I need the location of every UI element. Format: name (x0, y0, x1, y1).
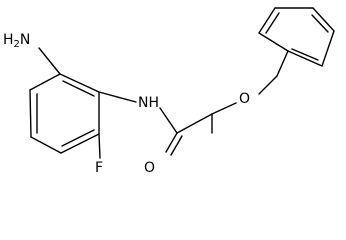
bond-n-c (159, 107, 178, 134)
bond (30, 136, 62, 154)
aminofluorophenyl-ring (29, 47, 100, 154)
amine-label: H2N (3, 32, 30, 50)
bond-c-n (98, 91, 137, 103)
amide-nh-label: NH (138, 95, 159, 111)
carbonyl-bond (170, 135, 183, 156)
bond (38, 47, 61, 75)
carbonyl-oxygen-label: O (144, 160, 155, 176)
bond (258, 7, 276, 34)
ether-oxygen-label: O (239, 91, 250, 107)
bond-ch2-ph (276, 50, 289, 77)
bond-c-c (176, 113, 213, 134)
double-bond-inner (311, 14, 329, 33)
carbonyl-bond (165, 132, 178, 153)
phenyl-ring (258, 7, 335, 67)
bond-c-o (211, 102, 237, 115)
bond (29, 73, 61, 91)
bond (258, 32, 289, 52)
bond (59, 73, 100, 93)
chemical-structure: H2N NH O F O (3, 7, 335, 176)
bond (312, 7, 335, 32)
fluorine-label: F (95, 160, 103, 176)
bond-o-ch2 (258, 75, 278, 95)
bond (60, 133, 100, 154)
bond (287, 50, 323, 67)
double-bond-inner (265, 12, 280, 34)
double-bond-inner (61, 129, 95, 147)
bond (321, 30, 335, 67)
double-bond-inner (291, 48, 319, 61)
bond (29, 89, 32, 138)
double-bond-inner (62, 80, 95, 97)
bond-c-f (98, 133, 101, 159)
